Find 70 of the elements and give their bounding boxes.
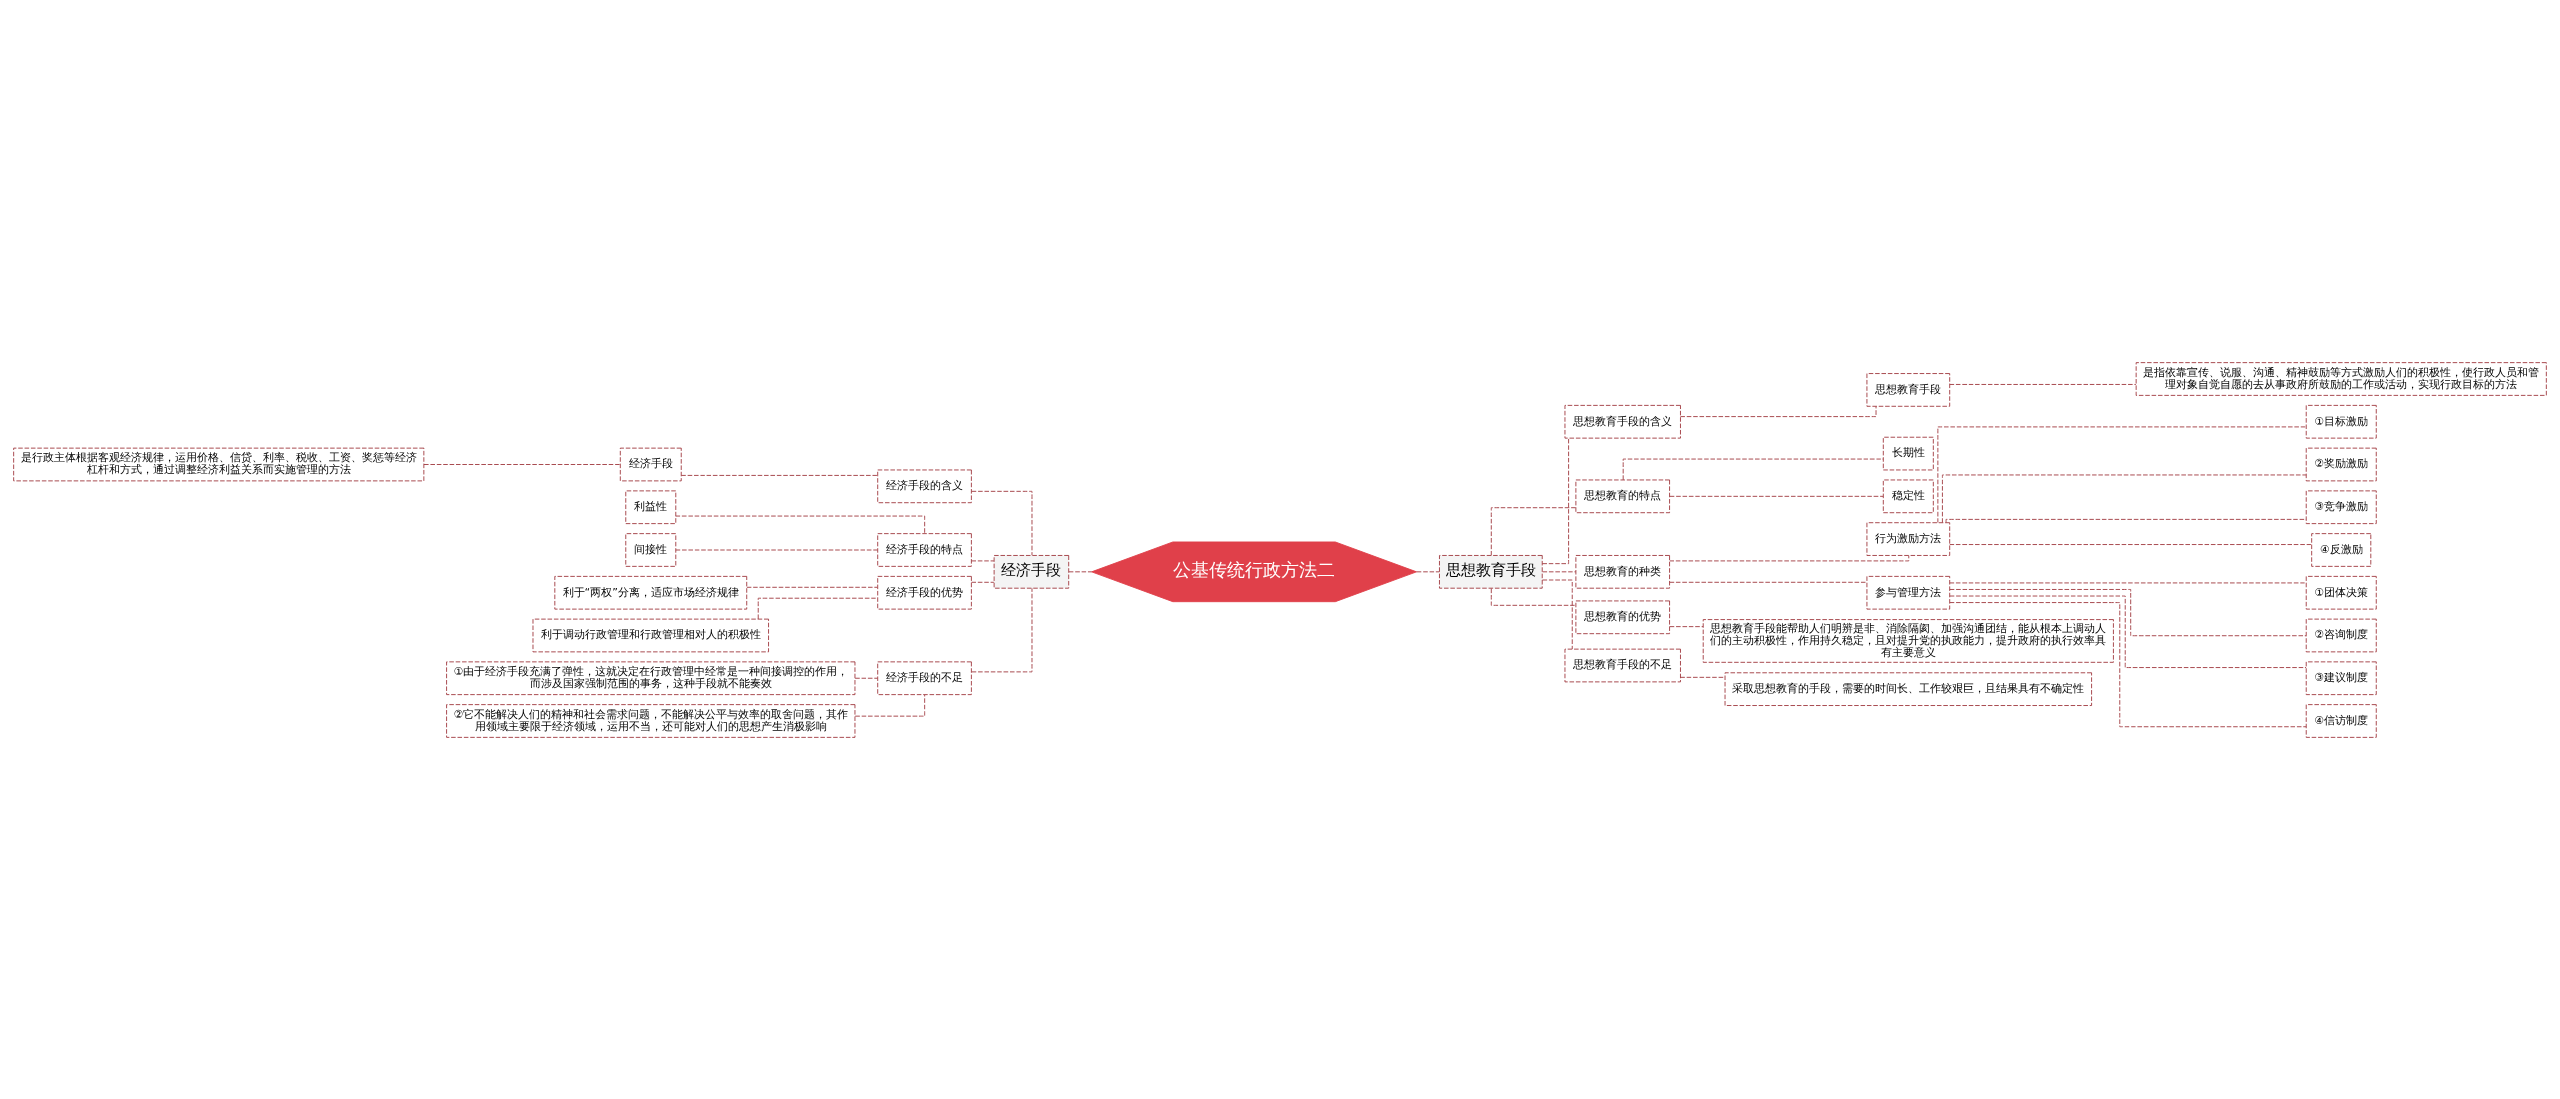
- node-box: 经济手段的优势: [877, 575, 972, 610]
- node-box: ①团体决策: [2305, 575, 2377, 610]
- node-box: ②奖励激励: [2305, 447, 2377, 481]
- connector: [971, 587, 1033, 672]
- connector: [1680, 676, 1726, 678]
- node-box: 思想教育手段: [1439, 554, 1543, 589]
- connector: [1949, 581, 2307, 583]
- connector: [1622, 458, 1884, 480]
- node-box: 思想教育的种类: [1575, 554, 1670, 589]
- node-box: 思想教育的特点: [1575, 479, 1670, 513]
- connector: [757, 597, 878, 619]
- connector: [1669, 495, 1884, 497]
- connector: [970, 559, 995, 561]
- node-box: 经济手段: [619, 447, 682, 481]
- node-box: ③建议制度: [2305, 660, 2377, 695]
- connector: [854, 694, 926, 717]
- connector: [746, 586, 878, 588]
- connector: [423, 463, 621, 465]
- connector: [1949, 543, 2312, 545]
- connector: [1541, 437, 1570, 564]
- connector: [1490, 506, 1577, 556]
- node-box: 长期性: [1882, 436, 1934, 470]
- connector: [1068, 570, 1093, 572]
- node-box: 思想教育手段的不足: [1564, 648, 1681, 682]
- connector: [1669, 625, 1704, 627]
- node-box: 参与管理方法: [1866, 575, 1951, 610]
- node-box: 经济手段的含义: [877, 469, 972, 503]
- connector: [680, 474, 878, 476]
- connector: [970, 581, 995, 583]
- node-box: ①目标激励: [2305, 404, 2377, 439]
- connector: [1945, 518, 2307, 523]
- connector: [1949, 595, 2307, 668]
- node-box: 思想教育的优势: [1575, 599, 1670, 634]
- connector: [1937, 425, 2307, 523]
- node-box: 是行政主体根据客观经济规律，运用价格、信贷、利率、税收、工资、奖惩等经济杠杆和方式，通过调整经济利益关系而实施管理的方法: [13, 447, 425, 481]
- node-box: 思想教育手段能帮助人们明辨是非、消除隔阂、加强沟通团结，能从根本上调动人们的主动积极性，作用持久稳定，且对提升党的执政能力，提升政府的执行效率具有主要意义: [1702, 618, 2114, 663]
- connector: [1941, 474, 2307, 523]
- node-box: 经济手段: [993, 554, 1070, 589]
- connector: [854, 677, 878, 679]
- connector: [1680, 405, 1877, 417]
- connector: [971, 490, 1033, 556]
- node-box: 利于调动行政管理和行政管理相对人的积极性: [532, 618, 769, 652]
- connector: [1949, 588, 2307, 636]
- node-box: 采取思想教育的手段，需要的时间长、工作较艰巨，且结果具有不确定性: [1724, 671, 2093, 706]
- node-box: ③竞争激励: [2305, 489, 2377, 524]
- node-box: 思想教育手段的含义: [1564, 404, 1681, 439]
- connector: [1669, 554, 1910, 561]
- connector: [1542, 570, 1577, 572]
- connector: [1416, 570, 1440, 572]
- node-box: ①由于经济手段充满了弹性，这就决定在行政管理中经常是一种间接调控的作用，而涉及国家强制范围的事务，这种手段就不能奏效: [446, 660, 856, 695]
- connector: [1669, 581, 1868, 583]
- node-box: ④信访制度: [2305, 703, 2377, 738]
- connector: [1949, 383, 2137, 385]
- connector: [675, 549, 878, 550]
- node-box: 利于“两权”分离，适应市场经济规律: [554, 575, 748, 610]
- node-box: 利益性: [625, 489, 677, 524]
- node-box: 经济手段的不足: [877, 660, 972, 695]
- node-box: 间接性: [625, 532, 677, 567]
- node-box: ②它不能解决人们的精神和社会需求问题，不能解决公平与效率的取舍问题，其作用领域主要限于经济领域，运用不当，还可能对人们的思想产生消极影响: [446, 703, 856, 738]
- node-box: 思想教育手段: [1866, 372, 1951, 407]
- connector: [1949, 601, 2307, 727]
- connector: [1541, 579, 1573, 649]
- node-box: ②咨询制度: [2305, 618, 2377, 652]
- node-box: 是指依靠宣传、说服、沟通、精神鼓励等方式激励人们的积极性，使行政人员和管理对象自觉自愿的去从事政府所鼓励的工作或活动，实现行政目标的方法: [2135, 361, 2547, 396]
- node-box: 稳定性: [1882, 479, 1934, 513]
- node-box: 经济手段的特点: [877, 532, 972, 567]
- connector: [675, 515, 926, 534]
- node-box: 行为激励方法: [1866, 521, 1951, 556]
- node-box: ④反激励: [2311, 532, 2372, 567]
- connector: [1490, 587, 1577, 606]
